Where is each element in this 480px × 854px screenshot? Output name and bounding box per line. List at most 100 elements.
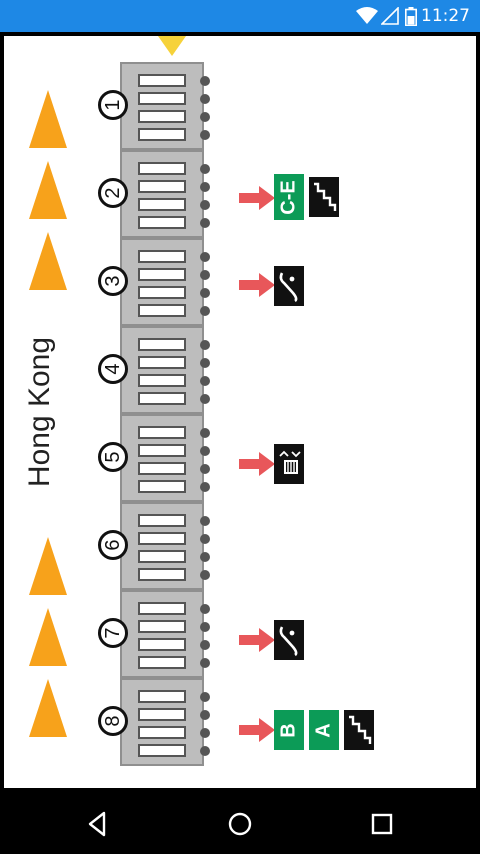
car-door-icon: [200, 446, 210, 456]
car-window: [138, 110, 186, 123]
platform-marker-icon: [29, 608, 67, 666]
car-window: [138, 602, 186, 615]
car-window: [138, 92, 186, 105]
car-door-icon: [200, 482, 210, 492]
station-name: Hong Kong: [23, 336, 56, 488]
content-area: [0, 32, 480, 792]
car-number-badge: 4: [98, 354, 128, 384]
car-door-icon: [200, 516, 210, 526]
platform-marker-icon: [29, 537, 67, 595]
car-window: [138, 198, 186, 211]
escalator-icon: [274, 266, 304, 306]
exit-guide-page: [4, 36, 476, 788]
car-door-icon: [200, 552, 210, 562]
car-window: [138, 744, 186, 757]
car-door-icon: [200, 394, 210, 404]
platform-marker-icon: [29, 679, 67, 737]
train-car-5: [120, 414, 210, 502]
platform-marker-icon: [29, 161, 67, 219]
recents-icon[interactable]: [364, 806, 400, 842]
train-car-6: [120, 502, 210, 590]
status-bar: 11:27: [0, 0, 480, 32]
car-window: [138, 356, 186, 369]
train-headlight-icon: [158, 36, 186, 56]
car-window: [138, 444, 186, 457]
car-door-icon: [200, 306, 210, 316]
car-window: [138, 480, 186, 493]
platform-marker-icon: [29, 90, 67, 148]
car-door-icon: [200, 692, 210, 702]
battery-icon: [405, 7, 417, 26]
stairs-icon: [344, 710, 374, 750]
car-number-badge: 7: [98, 618, 128, 648]
navigation-bar: [0, 792, 480, 854]
lift-icon: [274, 444, 304, 484]
wifi-icon: [356, 7, 378, 24]
escalator-icon: [274, 620, 304, 660]
exit-label-sign: B: [274, 710, 304, 750]
car-window: [138, 180, 186, 193]
arrow-right-icon: [239, 718, 275, 742]
car-door-icon: [200, 728, 210, 738]
car-number-badge: 1: [98, 90, 128, 120]
back-icon[interactable]: [80, 806, 116, 842]
car-window: [138, 638, 186, 651]
car-door-icon: [200, 640, 210, 650]
car-number-badge: 2: [98, 178, 128, 208]
car-door-icon: [200, 112, 210, 122]
car-window: [138, 162, 186, 175]
car-number-badge: 3: [98, 266, 128, 296]
home-icon[interactable]: [222, 806, 258, 842]
car-number-badge: 8: [98, 706, 128, 736]
car-door-icon: [200, 200, 210, 210]
car-door-icon: [200, 182, 210, 192]
exit-label: B: [277, 722, 300, 738]
car-number-badge: 6: [98, 530, 128, 560]
train-car-3: [120, 238, 210, 326]
platform-marker-icon: [29, 232, 67, 290]
status-time: 11:27: [421, 6, 470, 26]
car-window: [138, 74, 186, 87]
car-window: [138, 250, 186, 263]
exit-label: C-E: [277, 179, 300, 215]
arrow-right-icon: [239, 186, 275, 210]
car-window: [138, 656, 186, 669]
exit-label-sign: A: [309, 710, 339, 750]
car-door-icon: [200, 358, 210, 368]
arrow-right-icon: [239, 452, 275, 476]
cellular-icon: [381, 7, 399, 25]
car-door-icon: [200, 710, 210, 720]
car-door-icon: [200, 622, 210, 632]
exit-label: A: [312, 722, 335, 738]
car-door-icon: [200, 464, 210, 474]
car-door-icon: [200, 164, 210, 174]
car-window: [138, 620, 186, 633]
car-door-icon: [200, 746, 210, 756]
car-window: [138, 426, 186, 439]
car-door-icon: [200, 130, 210, 140]
train-car-2: [120, 150, 210, 238]
car-window: [138, 304, 186, 317]
car-door-icon: [200, 270, 210, 280]
train-car-8: [120, 678, 210, 766]
arrow-right-icon: [239, 628, 275, 652]
car-door-icon: [200, 604, 210, 614]
car-window: [138, 550, 186, 563]
car-window: [138, 268, 186, 281]
car-window: [138, 128, 186, 141]
train-car-7: [120, 590, 210, 678]
car-window: [138, 568, 186, 581]
stairs-icon: [309, 177, 339, 217]
car-window: [138, 216, 186, 229]
car-door-icon: [200, 428, 210, 438]
car-number-badge: 5: [98, 442, 128, 472]
car-window: [138, 708, 186, 721]
train-car-4: [120, 326, 210, 414]
car-door-icon: [200, 218, 210, 228]
car-door-icon: [200, 340, 210, 350]
car-door-icon: [200, 534, 210, 544]
arrow-right-icon: [239, 273, 275, 297]
car-window: [138, 338, 186, 351]
car-window: [138, 462, 186, 475]
train-car-1: [120, 62, 210, 150]
